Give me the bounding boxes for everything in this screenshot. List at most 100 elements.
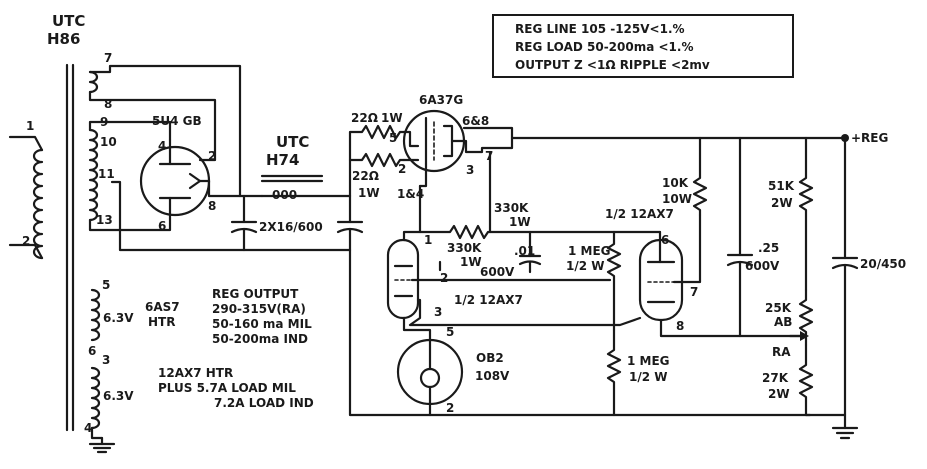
htr-note-line-2: PLUS 5.7A LOAD MIL <box>158 381 296 395</box>
rect-pin-4: 4 <box>158 139 166 153</box>
ground-symbol-right <box>831 426 859 440</box>
heater1-pin-bot: 6 <box>88 344 96 358</box>
series-pin-6-8: 6&8 <box>462 114 489 128</box>
cap01-voltage: 600V <box>480 265 515 279</box>
cap-01: .01 600V <box>480 230 542 279</box>
r330k-top-power: 1W <box>509 215 531 229</box>
heater1-pin-top: 5 <box>102 278 110 292</box>
reg-note-line-4: 50-200ma IND <box>212 332 308 346</box>
rect-pin-6: 6 <box>158 219 166 233</box>
filament-wire-8 <box>88 90 217 162</box>
grid-stopper-resistors: 22Ω 1W 22Ω 1W <box>348 111 420 200</box>
heater-winding-6as7 <box>90 288 101 342</box>
heater2-voltage: 6.3V <box>103 389 134 403</box>
heater-winding-12ax7 <box>90 366 101 430</box>
output-terminal: +REG <box>841 131 888 145</box>
hv-secondary-winding <box>88 128 99 222</box>
r51k-resistor <box>798 136 814 292</box>
series-tube-type: 6A37G <box>419 93 463 107</box>
r27k-resistor <box>798 343 814 417</box>
r10k-resistor <box>692 136 708 217</box>
vr-pin-5: 5 <box>446 325 454 339</box>
spec-line-3: OUTPUT Z <1Ω RIPPLE <2mv <box>515 58 710 72</box>
grid-r1-power: 1W <box>381 111 403 125</box>
primary-winding <box>32 148 44 260</box>
reg-note-line-1: REG OUTPUT <box>212 287 299 301</box>
tube-a-pin-2: 2 <box>440 271 448 285</box>
pot-resistor <box>798 288 814 347</box>
vr-tube-cathode <box>419 367 441 389</box>
rectifier-filament <box>188 172 202 190</box>
12ax7-joining-line <box>408 298 642 327</box>
sec-pin-11: 11 <box>98 167 115 181</box>
series-pin-3: 3 <box>466 163 474 177</box>
primary-pin-1: 1 <box>26 119 34 133</box>
r1meg-bot-value: 1 MEG <box>627 354 670 368</box>
center-tap-lead <box>110 180 352 252</box>
sec-pin-8: 8 <box>104 97 112 111</box>
htr-note-line-1: 12AX7 HTR <box>158 366 233 380</box>
hv-bottom-lead <box>88 213 172 232</box>
r1meg-top-power: 1/2 W <box>566 259 605 273</box>
output-capacitor: 20/450 <box>804 136 906 440</box>
choke-model: H74 <box>266 151 299 169</box>
spec-line-2: REG LOAD 50-200ma <1.% <box>515 40 693 54</box>
tube-12ax7-a: 1 2 3 1/2 12AX7 <box>386 230 612 342</box>
ground-symbol-left <box>88 436 116 454</box>
r1meg-bot: 1 MEG 1/2 W <box>606 328 670 417</box>
pot-value: 25K <box>765 301 792 315</box>
rect-pin-2: 2 <box>208 149 216 163</box>
tube-b-pin-6: 6 <box>661 233 669 247</box>
series-pin-2: 2 <box>398 162 406 176</box>
rectifier-tube: 5U4 GB 4 2 8 6 <box>139 114 264 233</box>
reg-output-note: REG OUTPUT 290-315V(RA) 50-160 ma MIL 50… <box>212 287 312 346</box>
rectifier-filament-winding <box>88 70 99 94</box>
ground-return-rail <box>348 248 812 417</box>
r1meg-top-value: 1 MEG <box>568 244 611 258</box>
heater1-voltage: 6.3V <box>103 311 134 325</box>
spec-box-frame <box>492 14 794 78</box>
rectifier-type: 5U4 GB <box>152 114 202 128</box>
vr-tube-type: OB2 <box>476 351 504 365</box>
r51k-value: 51K <box>768 179 795 193</box>
vr-tube: 5 2 OB2 108V <box>396 325 510 417</box>
r1meg-bot-resistor <box>606 328 622 417</box>
series-pin-5: 5 <box>389 131 397 145</box>
r27k-power: 2W <box>768 387 790 401</box>
tube-12ax7-b-label: 1/2 12AX7 <box>605 207 674 221</box>
series-pin-1-4: 1&4 <box>397 187 424 201</box>
output-terminal-label: +REG <box>851 131 888 145</box>
r10k-value: 10K <box>662 176 689 190</box>
primary-pin-2: 2 <box>22 234 30 248</box>
output-cap-value: 20/450 <box>860 257 906 271</box>
r51k-power: 2W <box>771 196 793 210</box>
r27k-value: 27K <box>762 371 789 385</box>
cap25-value: .25 <box>758 241 779 255</box>
tube-b-pin-8: 8 <box>676 319 684 333</box>
grid-r1-value: 22Ω <box>351 111 378 125</box>
output-terminal-dot <box>841 134 849 142</box>
r330k-top-value: 330K <box>494 201 529 215</box>
primary-lead-1 <box>8 135 44 152</box>
reg-note-line-2: 290-315V(RA) <box>212 302 306 316</box>
tube-12ax7-a-label: 1/2 12AX7 <box>454 293 523 307</box>
tube-a-pin-3: 3 <box>434 305 442 319</box>
tube-12ax7-b: 1/2 12AX7 6 7 8 <box>605 207 808 338</box>
choke-make: UTC <box>276 133 309 151</box>
filament-wire-7 <box>88 64 242 198</box>
tube-b-pin-7: 7 <box>690 285 698 299</box>
pot-label: RA <box>772 345 791 359</box>
r330k-top: 330K 1W <box>488 150 531 234</box>
vr-pin-2: 2 <box>446 401 454 415</box>
rect-pin-8: 8 <box>208 199 216 213</box>
transformer-model: H86 <box>47 30 80 48</box>
reg-output-rail <box>462 126 847 140</box>
sec-pin-7: 7 <box>104 51 112 65</box>
r330k-mid-value: 330K <box>447 241 482 255</box>
r1meg-bot-power: 1/2 W <box>629 370 668 384</box>
voltage-divider: 51K 2W 25K AB RA 27K 2W <box>762 136 814 417</box>
grid-r2-power: 1W <box>358 186 380 200</box>
series-tube-cathode <box>442 124 454 158</box>
cap25-voltage: 600V <box>745 259 780 273</box>
grid-resistor-1 <box>348 124 406 198</box>
